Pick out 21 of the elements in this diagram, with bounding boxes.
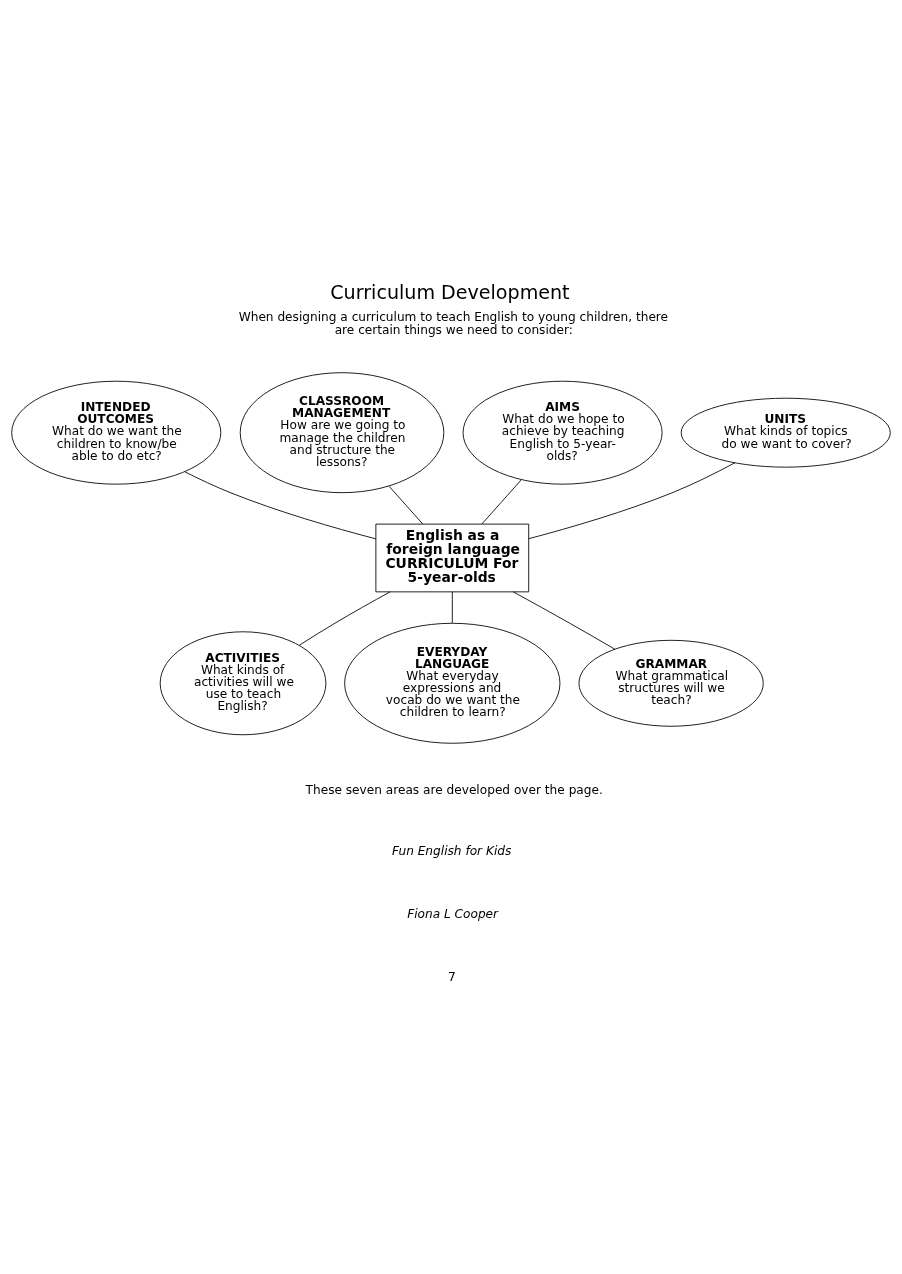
connector xyxy=(481,479,522,525)
connector xyxy=(528,462,736,540)
diagram-title: Curriculum Development xyxy=(330,281,570,305)
connector xyxy=(512,591,616,650)
label: Fiona L Cooper xyxy=(407,906,499,921)
connector xyxy=(451,591,453,624)
node-ellipse: AIMS What do we hope to achieve by teaching English to 5-year-olds? xyxy=(462,380,663,485)
connector xyxy=(184,471,377,540)
node-ellipse: ACTIVITIES What kinds of activities will we use to teach English? xyxy=(159,631,327,736)
node-ellipse: INTENDED OUTCOMES What do we want the children to know/be able to do etc? xyxy=(11,380,222,485)
label: These seven areas are developed over the page. xyxy=(305,782,603,797)
node-ellipse: GRAMMAR What grammatical structures will we teach? xyxy=(578,639,764,727)
label: 7 xyxy=(447,970,456,985)
label: When designing a curriculum to teach English to young children, there are certain things we need to consider: xyxy=(238,310,669,338)
label: Fun English for Kids xyxy=(391,844,512,859)
connector xyxy=(388,485,424,525)
node-box: English as a foreign language CURRICULUM For 5-year-olds xyxy=(375,523,530,593)
node-ellipse: UNITS What kinds of topics do we want to cover? xyxy=(680,397,891,468)
node-ellipse: EVERYDAY LANGUAGE What everyday expressions and vocab do we want the children to learn? xyxy=(344,622,561,744)
connector xyxy=(298,591,391,646)
node-ellipse: CLASSROOM MANAGEMENT How are we going to manage the children and structure the lessons? xyxy=(239,372,445,494)
